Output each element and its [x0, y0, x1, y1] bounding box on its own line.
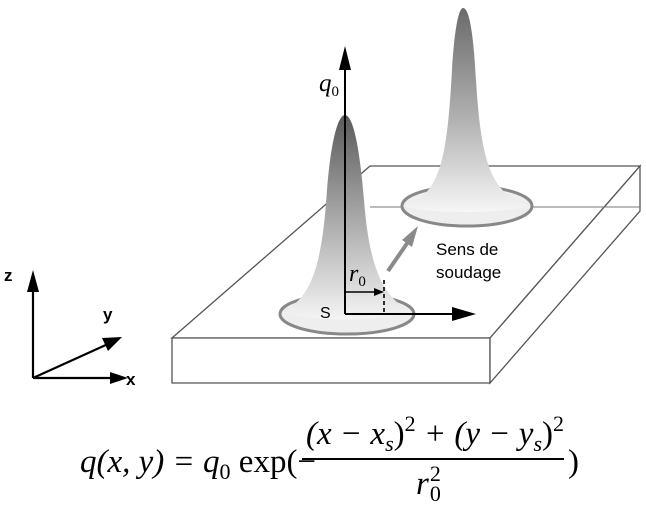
fraction-bar — [302, 458, 564, 460]
welding-direction-arrow — [386, 226, 418, 273]
plate-side-face — [489, 164, 641, 385]
axis-y-label: y — [103, 305, 113, 324]
gaussian-heat-flux-formula: q(x, y) = q0 exp(− (x − xs)2 + (y − ys)2… — [80, 410, 640, 510]
q0-axis — [339, 46, 351, 314]
axis-z-label: z — [4, 266, 13, 285]
formula-numerator: (x − xs)2 + (y − ys)2 — [306, 411, 565, 456]
welding-direction-label-line1: Sens de — [436, 240, 498, 259]
q0-label: q0 — [319, 70, 339, 100]
plate-front-face — [171, 337, 491, 384]
r0-indicator — [345, 280, 385, 314]
global-axes — [27, 270, 128, 384]
gaussian-back — [400, 8, 534, 228]
origin-s-label: S — [320, 305, 331, 322]
gaussian-front-bell — [282, 115, 412, 320]
gaussian-back-bell — [403, 8, 531, 212]
local-x-axis — [345, 307, 476, 321]
formula-denominator: r20 — [416, 461, 441, 506]
welding-direction-label-line2: soudage — [436, 263, 501, 282]
r0-label: r0 — [349, 261, 366, 290]
formula-lhs: q(x, y) = q0 exp(− — [80, 444, 317, 484]
axis-x-label: x — [126, 370, 136, 389]
formula-close: ) — [568, 444, 579, 480]
